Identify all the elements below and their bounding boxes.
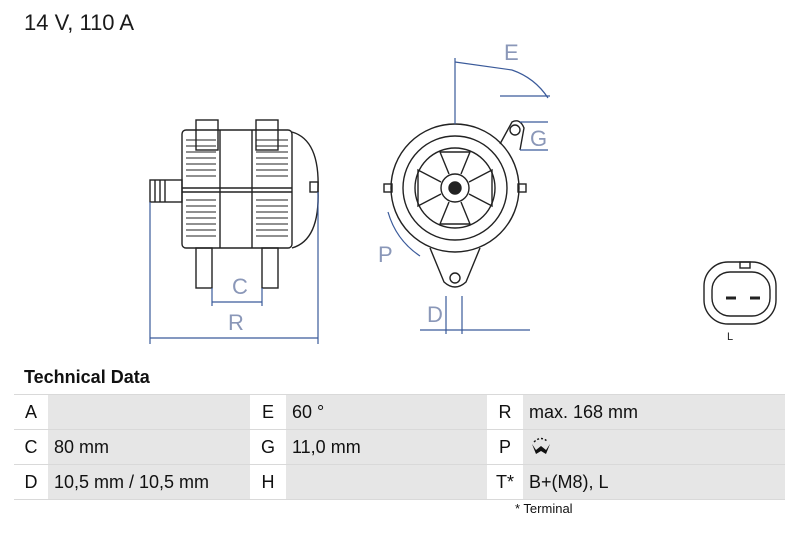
dim-label-r: R [228,310,244,335]
spec-key: R [487,394,523,430]
dim-label-e: E [504,40,519,65]
technical-data-table: A E 60 ° R max. 168 mm C 80 mm G 11,0 mm… [14,394,785,500]
rotation-arrow-icon [532,437,550,454]
spec-key: A [14,394,48,430]
connector-label-l: L [727,331,733,343]
dim-label-g: G [530,126,547,151]
dim-label-d: D [427,302,443,327]
alternator-drawing: C R E G P D [149,40,777,344]
spec-value: 80 mm [48,429,250,465]
front-view [383,120,527,288]
front-dimensions [387,58,550,334]
rotation-direction-cell [523,429,785,465]
spec-key: E [250,394,286,430]
spec-value: B+(M8), L [523,464,785,500]
spec-value [286,464,487,500]
spec-value [48,394,250,430]
spec-key: C [14,429,48,465]
spec-key: G [250,429,286,465]
side-view [149,119,319,289]
spec-key: H [250,464,286,500]
table-row: C 80 mm G 11,0 mm P [14,429,785,465]
spec-key: D [14,464,48,500]
connector-drawing [703,261,777,325]
table-row: A E 60 ° R max. 168 mm [14,394,785,430]
technical-data-heading: Technical Data [24,367,150,387]
product-title: 14 V, 110 A [24,10,135,35]
spec-key: T* [487,464,523,500]
spec-value: max. 168 mm [523,394,785,430]
dim-label-p: P [378,242,393,267]
dim-label-c: C [232,274,248,299]
table-row: D 10,5 mm / 10,5 mm H T* B+(M8), L [14,464,785,500]
terminal-footnote: * Terminal [515,501,573,516]
spec-key: P [487,429,523,465]
spec-value: 10,5 mm / 10,5 mm [48,464,250,500]
spec-value: 60 ° [286,394,487,430]
spec-value: 11,0 mm [286,429,487,465]
side-dimensions [149,192,319,344]
